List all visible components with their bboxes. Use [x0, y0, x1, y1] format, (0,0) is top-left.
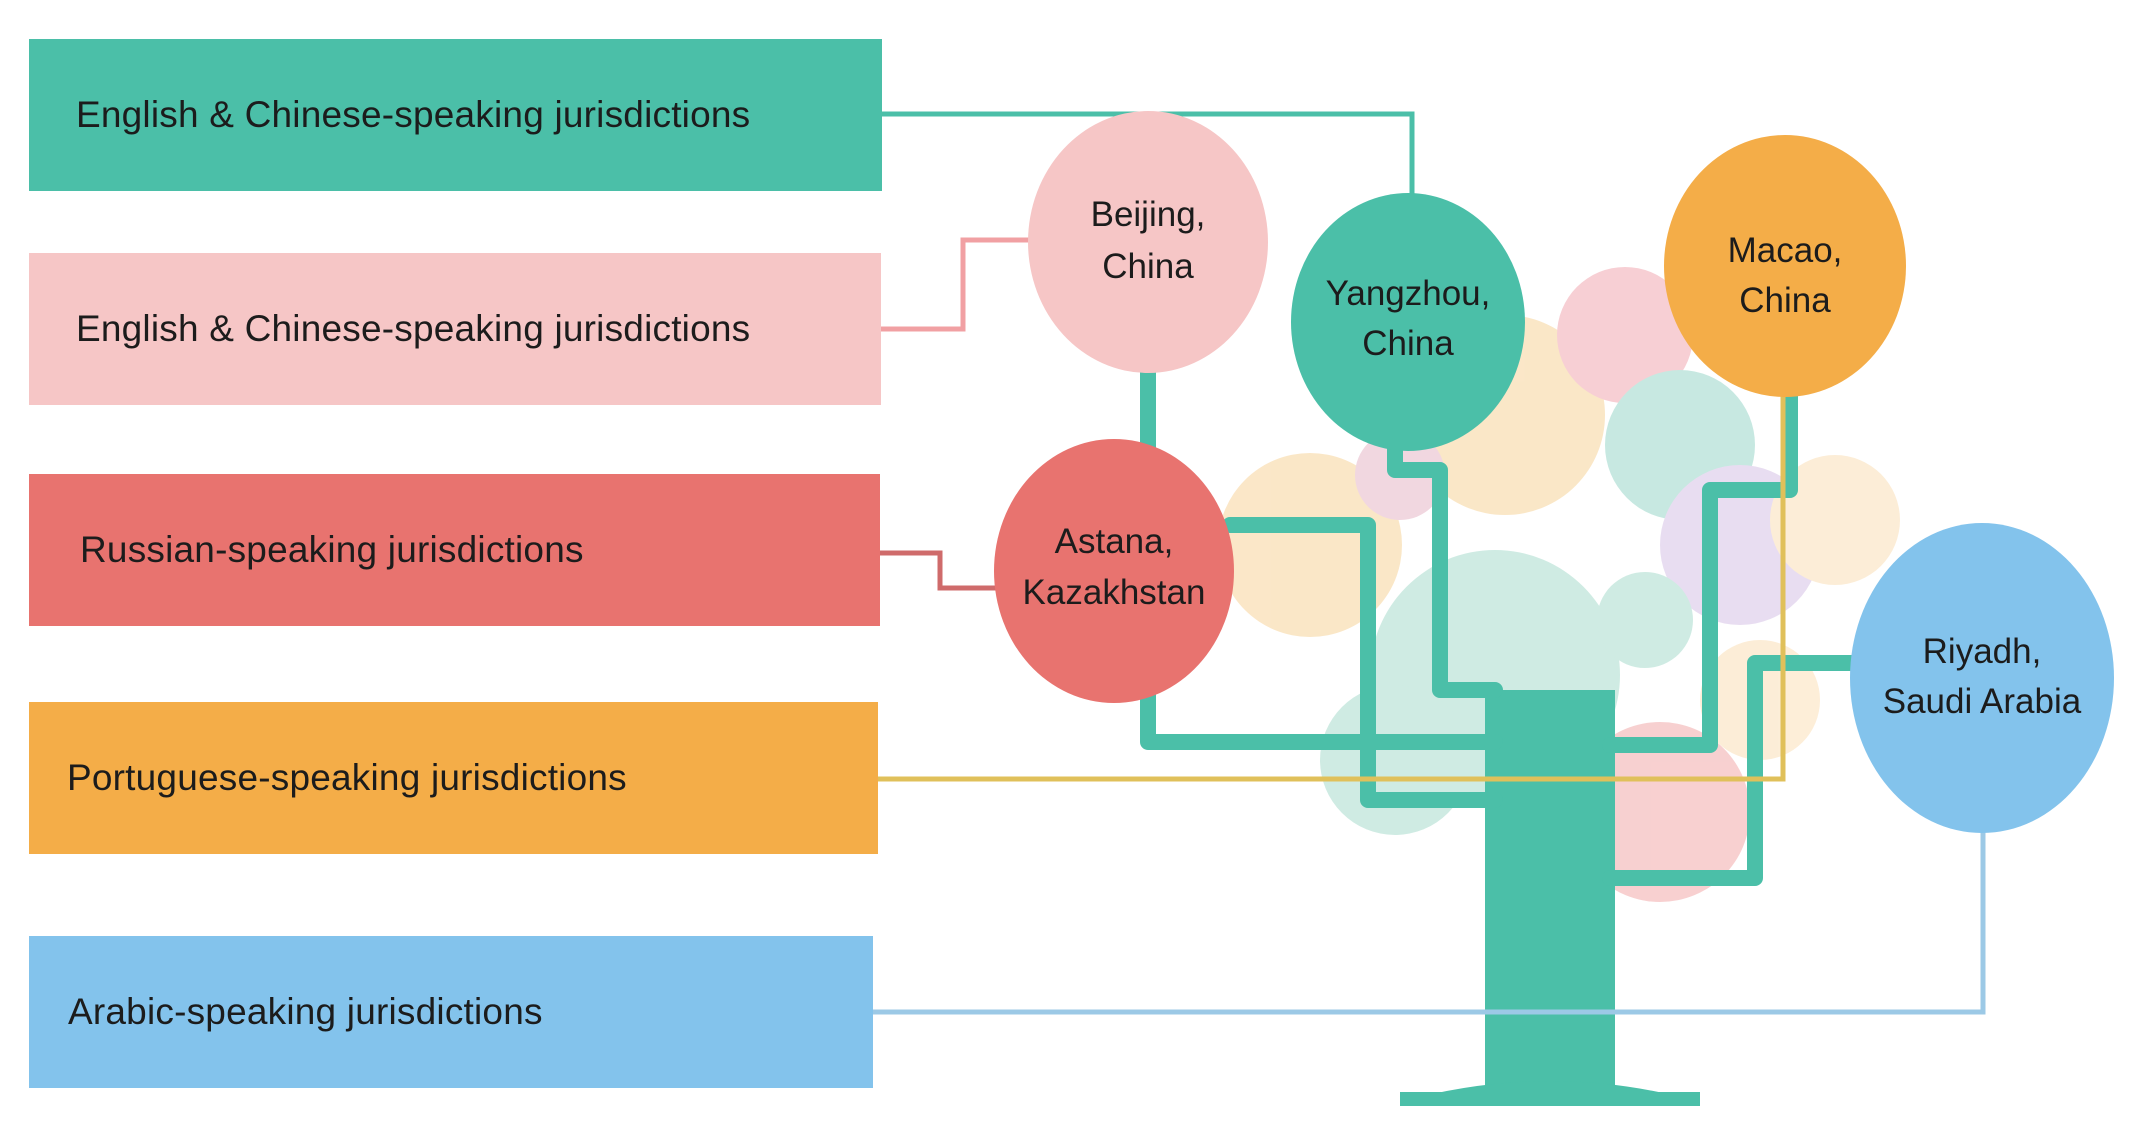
node-beijing-line2: China — [1102, 247, 1194, 286]
bar-russian: Russian-speaking jurisdictions — [29, 474, 880, 626]
node-yangzhou-line1: Yangzhou, — [1326, 274, 1491, 313]
node-astana-line1: Astana, — [1055, 522, 1174, 561]
node-astana-line2: Kazakhstan — [1023, 573, 1206, 612]
node-riyadh: Riyadh, Saudi Arabia — [1850, 523, 2114, 833]
bar-english-chinese-1: English & Chinese-speaking jurisdictions — [29, 39, 882, 191]
node-macao-line1: Macao, — [1728, 231, 1843, 270]
node-riyadh-line1: Riyadh, — [1923, 632, 2042, 671]
node-yangzhou: Yangzhou, China — [1291, 193, 1525, 451]
bar-portuguese: Portuguese-speaking jurisdictions — [29, 702, 878, 854]
connector-pink — [881, 237, 1040, 332]
node-riyadh-line2: Saudi Arabia — [1883, 682, 2082, 721]
node-macao: Macao, China — [1664, 135, 1906, 397]
bar-english-chinese-2: English & Chinese-speaking jurisdictions — [29, 253, 881, 405]
tree-trunk — [1400, 690, 1700, 1106]
node-macao-line2: China — [1739, 281, 1831, 320]
node-astana: Astana, Kazakhstan — [994, 439, 1234, 703]
bar-portuguese-label: Portuguese-speaking jurisdictions — [67, 757, 627, 798]
bar-russian-label: Russian-speaking jurisdictions — [80, 529, 584, 570]
connector-blue — [873, 820, 1986, 1015]
connector-teal — [882, 111, 1415, 200]
connector-lines — [873, 111, 1986, 1015]
bar-english-chinese-2-label: English & Chinese-speaking jurisdictions — [76, 308, 751, 349]
bar-arabic: Arabic-speaking jurisdictions — [29, 936, 873, 1088]
node-beijing-line1: Beijing, — [1091, 195, 1206, 234]
node-beijing: Beijing, China — [1028, 111, 1268, 373]
bar-arabic-label: Arabic-speaking jurisdictions — [68, 991, 543, 1032]
connector-red — [880, 550, 1000, 591]
connector-orange — [878, 390, 1786, 782]
node-yangzhou-line2: China — [1362, 324, 1454, 363]
bar-english-chinese-1-label: English & Chinese-speaking jurisdictions — [76, 94, 751, 135]
